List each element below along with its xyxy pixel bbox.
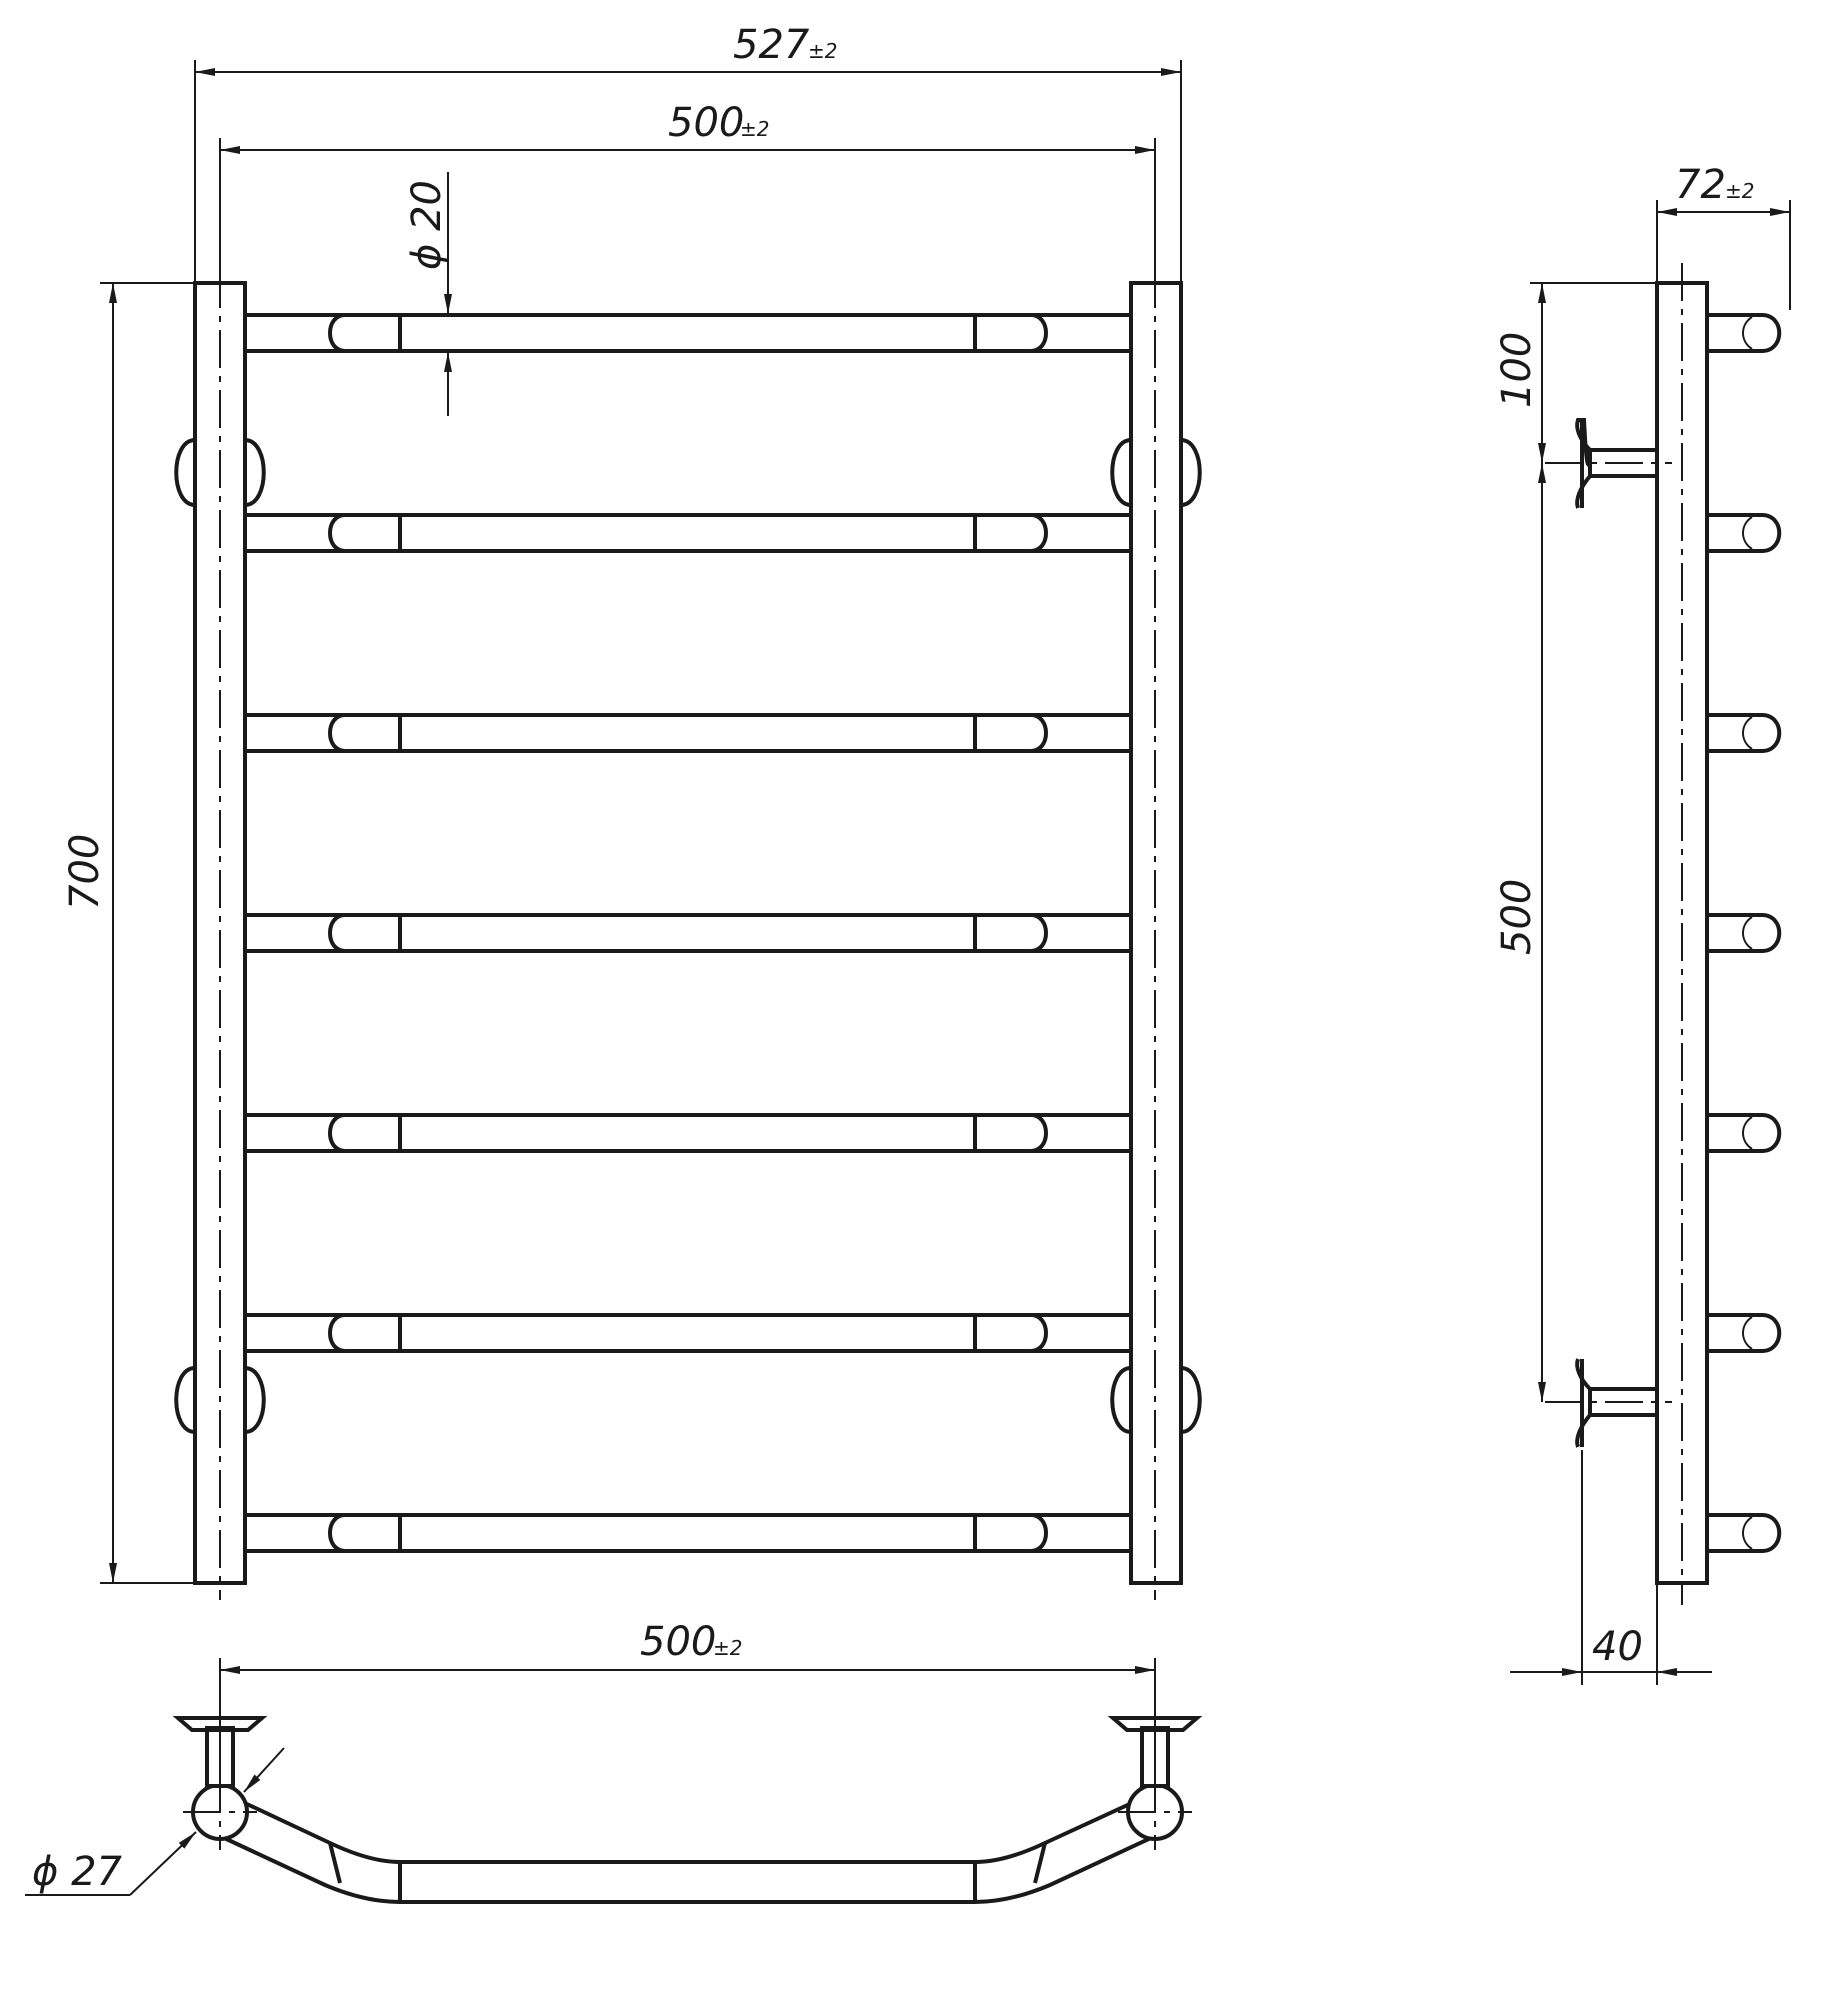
rung [219, 1310, 1156, 1356]
side-rung-stub [1707, 713, 1782, 753]
wall-offset-value: 40 [1592, 1624, 1643, 1670]
rung [219, 1510, 1156, 1556]
plan-rail-outer [231, 1795, 1146, 1864]
height-value: 700 [62, 834, 108, 910]
rung [219, 1110, 1156, 1156]
overall-width-tolerance: ±2 [808, 39, 837, 63]
rail-diameter-label: ϕ 27 [32, 1849, 123, 1895]
depth-value: 72 [1675, 162, 1726, 208]
rung [219, 910, 1156, 956]
rungs [219, 310, 1156, 1556]
plan-width-tolerance: ±2 [713, 1636, 742, 1660]
inner-width-value: 500 [668, 100, 744, 146]
plan-width-value: 500 [640, 1619, 716, 1665]
side-rung-stub [1707, 1313, 1782, 1353]
overall-width-value: 527 [733, 22, 810, 68]
side-wall-mounts [1545, 418, 1672, 1448]
side-rung-stub [1707, 1513, 1782, 1553]
side-rung-stub [1707, 313, 1782, 353]
tube-diameter-label: ϕ 20 [404, 180, 450, 270]
rung [219, 510, 1156, 556]
side-view: 72 ±2 100 500 40 [1494, 162, 1791, 1685]
front-view: 527 ±2 500 ±2 ϕ 20 700 [62, 22, 1202, 1600]
inner-width-tolerance: ±2 [740, 117, 769, 141]
front-mounts [174, 438, 1202, 1434]
side-rung-stub [1707, 1113, 1782, 1153]
rung [219, 310, 1156, 356]
top-offset-value: 100 [1494, 332, 1540, 408]
rung [219, 710, 1156, 756]
plan-rail-inner [206, 1828, 1169, 1904]
side-rung-stub [1707, 913, 1782, 953]
side-rung-stub [1707, 513, 1782, 553]
plan-view: 500 ±2 ϕ 27 [25, 1619, 1203, 1904]
mount-spacing-value: 500 [1494, 879, 1540, 955]
side-rung-stubs [1707, 313, 1782, 1553]
depth-tolerance: ±2 [1725, 179, 1754, 203]
